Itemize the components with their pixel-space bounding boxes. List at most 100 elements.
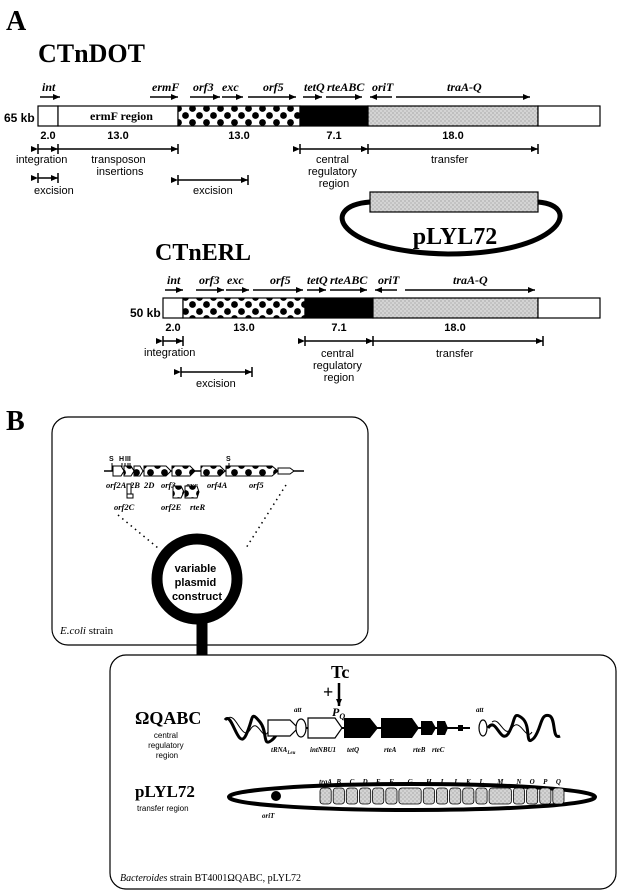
tra-gene-label: Q xyxy=(556,778,561,786)
gene-label: 2D xyxy=(143,480,154,490)
gene-label: rteA xyxy=(384,746,397,754)
segment-size: 7.1 xyxy=(331,322,346,334)
panel-a-letter: A xyxy=(6,6,27,37)
gene-label: orf5 xyxy=(263,80,284,94)
promoter-label: PQ xyxy=(332,705,345,721)
gene-label: tetQ xyxy=(307,273,328,287)
function-label: central regulatory region xyxy=(308,154,360,190)
construct-map: S H III S orf2A 2B 2D orf3 exc xyxy=(104,456,304,512)
plasmid-label-line: construct xyxy=(172,591,222,603)
ctndot-size: 65 kb xyxy=(4,111,35,125)
att-label: att xyxy=(294,706,302,714)
ctndot-gene-labels: int ermF orf3 exc orf5 tetQ rteABC oriT … xyxy=(42,80,482,94)
tra-gene-block xyxy=(422,787,435,805)
ecoli-strain-label: E.coli strain xyxy=(59,625,114,637)
function-label: integration xyxy=(16,154,67,166)
tra-gene-label: N xyxy=(515,778,522,786)
gene-label: orf2E xyxy=(161,502,182,512)
gene-label: orf3 xyxy=(199,273,220,287)
function-label: excision xyxy=(34,185,74,197)
tra-gene-block xyxy=(449,787,462,805)
tra-gene-block xyxy=(385,787,398,805)
function-label-line: regulatory xyxy=(313,360,362,372)
segment-size: 13.0 xyxy=(107,130,128,142)
ctnerl-bar xyxy=(162,297,601,319)
site-label: S xyxy=(109,456,114,463)
omega-gene-labels: tRNALeu intNBU1 tetQ rteA rteB rteC xyxy=(271,746,445,756)
gene-label: rteABC xyxy=(330,273,368,287)
plasmid-label-line: variable xyxy=(175,563,217,575)
ctnerl-function-brackets xyxy=(156,336,544,377)
gene-label: tetQ xyxy=(304,80,325,94)
gene-label: intNBU1 xyxy=(310,746,336,754)
segment-size: 18.0 xyxy=(444,322,465,334)
tra-gene-block xyxy=(319,787,332,805)
segment-size: 2.0 xyxy=(40,130,55,142)
strain-name: Bacteroides xyxy=(120,873,168,884)
ctndot-function-labels: integration excision transposon insertio… xyxy=(16,154,469,197)
gene-label: rteB xyxy=(413,746,426,754)
function-label: excision xyxy=(193,185,233,197)
tra-gene-block xyxy=(475,787,488,805)
ctndot-title: CTnDOT xyxy=(38,39,145,68)
function-label: central regulatory region xyxy=(313,348,365,384)
gene-label: traA-Q xyxy=(447,80,482,94)
plus-sign: + xyxy=(323,682,333,702)
tra-gene-label: C xyxy=(350,778,355,786)
function-label-line: regulatory xyxy=(308,166,357,178)
orit-label: oriT xyxy=(262,812,275,820)
gene-label: exc xyxy=(222,80,239,94)
gene-label: orf5 xyxy=(270,273,291,287)
tra-gene-label: K xyxy=(465,778,472,786)
desc-line: regulatory xyxy=(148,741,184,750)
gene-label: int xyxy=(167,273,181,287)
extra-gene-labels: orf2C orf2E rteR xyxy=(114,502,205,512)
ctnerl-map: CTnERL int orf3 exc orf5 tetQ rteABC ori… xyxy=(130,240,601,390)
segment-size: 13.0 xyxy=(228,130,249,142)
plyl72-name: pLYL72 xyxy=(135,782,195,801)
ctndot-segment-sizes: 2.0 13.0 13.0 7.1 18.0 xyxy=(40,130,463,142)
ctnerl-function-labels: integration excision central regulatory … xyxy=(144,347,474,390)
gene-label: exc xyxy=(227,273,244,287)
gene-label: exc xyxy=(186,480,198,490)
gene-label: orf2C xyxy=(114,502,135,512)
gene-label: ermF xyxy=(152,80,179,94)
tra-gene-label: H xyxy=(425,778,432,786)
ctnerl-size: 50 kb xyxy=(130,306,161,320)
tra-gene-label: O xyxy=(530,778,535,786)
gene-label: orf2A xyxy=(106,480,127,490)
tra-gene-block xyxy=(435,787,448,805)
segment-size: 13.0 xyxy=(233,322,254,334)
desc-line: region xyxy=(156,751,178,760)
gene-label: int xyxy=(42,80,56,94)
tra-gene-blocks xyxy=(319,787,565,805)
omega-qabc-name: ΩQABC xyxy=(135,708,201,728)
gene-label: 2B xyxy=(129,480,140,490)
tra-gene-block xyxy=(398,787,422,805)
plyl72-plasmid: pLYL72 xyxy=(339,191,563,257)
zoom-dotted-lines xyxy=(117,484,287,549)
promoter-q: Q xyxy=(339,712,345,721)
chromosome-right xyxy=(486,713,561,742)
ctndot-function-brackets xyxy=(31,144,539,185)
function-label-line: region xyxy=(324,372,355,384)
tra-gene-block xyxy=(345,787,358,805)
tra-gene-block xyxy=(359,787,372,805)
att-label: att xyxy=(476,706,484,714)
tra-gene-label: F xyxy=(389,778,394,786)
function-label: transfer xyxy=(436,348,474,360)
tra-gene-label: G xyxy=(408,778,413,786)
ctndot-bar xyxy=(37,105,601,127)
strain-suffix: strain BT4001ΩQABC, pLYL72 xyxy=(167,873,301,884)
trna-name: tRNA xyxy=(271,746,288,754)
plasmid-label-line: plasmid xyxy=(175,577,217,589)
gene-label: orf5 xyxy=(249,480,264,490)
gene-label: rteABC xyxy=(327,80,365,94)
extra-gene-blocks xyxy=(126,483,200,499)
tra-gene-block xyxy=(372,787,385,805)
tra-gene-label: J xyxy=(452,778,457,786)
construct-gene-arrows xyxy=(112,465,295,477)
